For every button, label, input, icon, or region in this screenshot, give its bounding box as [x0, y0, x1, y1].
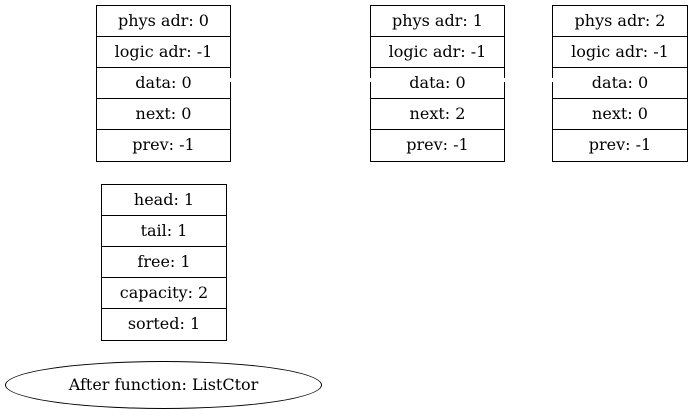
node-next: next: 2 — [371, 99, 504, 130]
edge-anchor — [229, 78, 232, 82]
node-prev: prev: -1 — [406, 135, 469, 154]
function-caption: After function: ListCtor — [5, 361, 322, 409]
node-phys-adr: phys adr: 2 — [553, 6, 687, 37]
list-head: head: 1 — [102, 185, 226, 216]
node-data: data: 0 — [97, 68, 230, 99]
node-prev: prev: -1 — [588, 135, 652, 154]
list-node-1: phys adr: 1 logic adr: -1 data: 0 next: … — [370, 5, 505, 162]
node-next: next: 0 — [97, 99, 230, 130]
node-logic-adr: logic adr: -1 — [553, 37, 687, 68]
edge-anchor — [503, 78, 506, 82]
node-data: data: 0 — [553, 68, 687, 99]
edge-anchor — [369, 78, 372, 82]
list-info-node: head: 1 tail: 1 free: 1 capacity: 2 sort… — [101, 184, 227, 341]
list-node-2: phys adr: 2 logic adr: -1 data: 0 next: … — [552, 5, 688, 162]
node-prev: prev: -1 — [132, 135, 195, 154]
node-logic-adr: logic adr: -1 — [371, 37, 504, 68]
list-sorted: sorted: 1 — [127, 314, 201, 333]
list-tail: tail: 1 — [102, 216, 226, 247]
node-next: next: 0 — [553, 99, 687, 130]
node-data: data: 0 — [371, 68, 504, 99]
node-logic-adr: logic adr: -1 — [97, 37, 230, 68]
node-phys-adr: phys adr: 0 — [97, 6, 230, 37]
list-free: free: 1 — [102, 247, 226, 278]
edge-anchor — [551, 78, 554, 82]
list-node-0: phys adr: 0 logic adr: -1 data: 0 next: … — [96, 5, 231, 162]
node-phys-adr: phys adr: 1 — [371, 6, 504, 37]
list-capacity: capacity: 2 — [102, 278, 226, 309]
